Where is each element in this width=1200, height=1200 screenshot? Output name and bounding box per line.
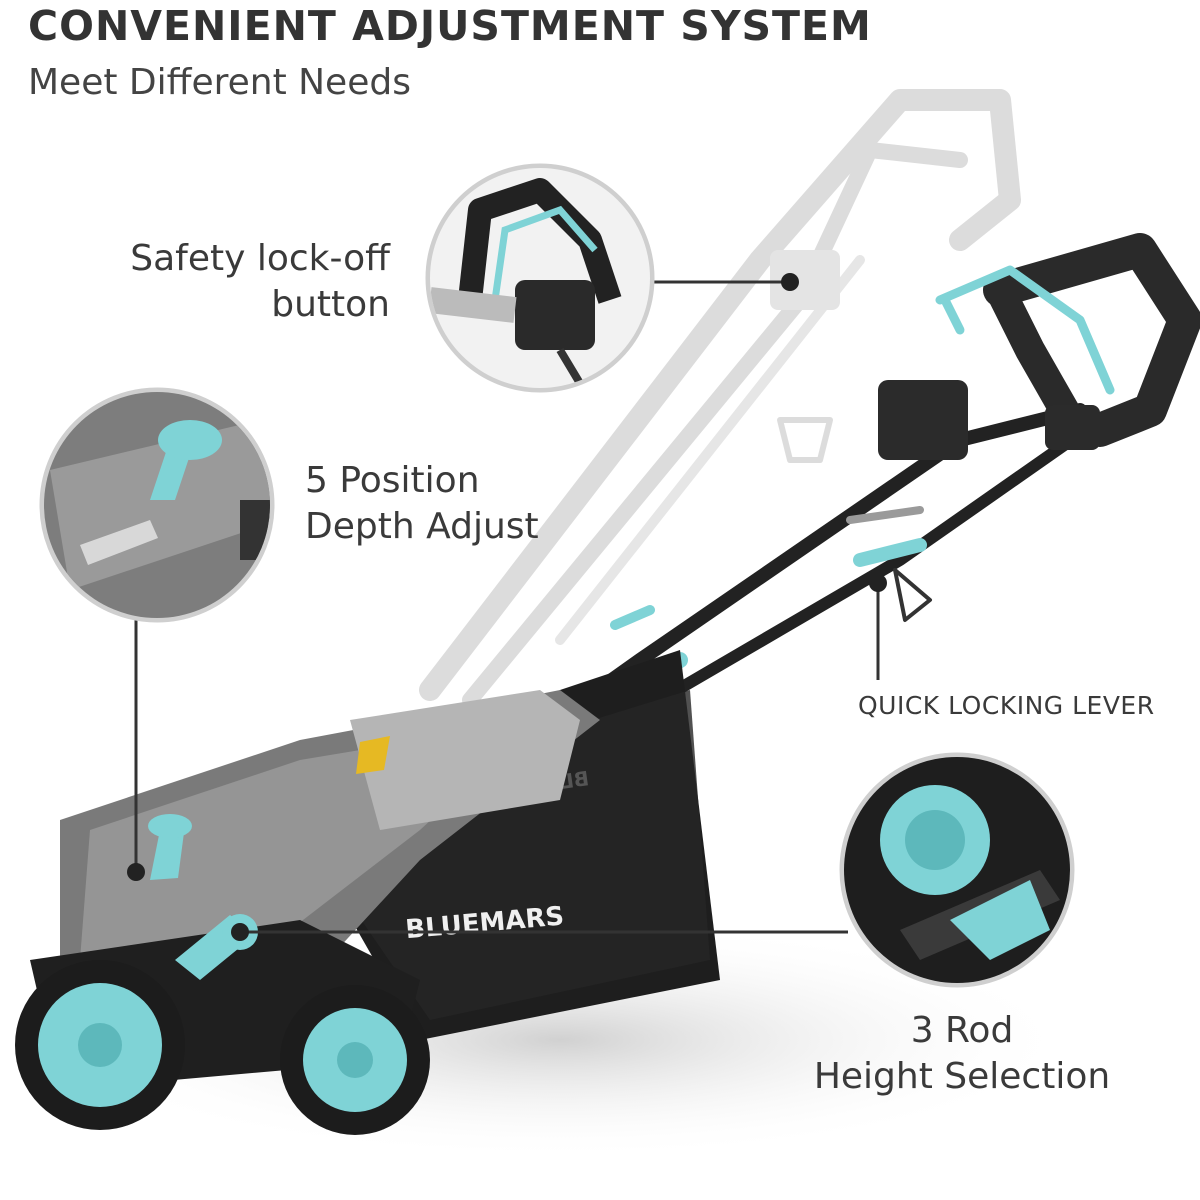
callout-safety-lock: Safety lock-off button: [100, 236, 390, 328]
callout-rod-height: 3 Rod Height Selection: [802, 1008, 1122, 1100]
zoom-depth-adjust: [39, 387, 275, 623]
leader-dots: [127, 273, 887, 941]
ghost-handle: [419, 89, 1021, 708]
page-title: CONVENIENT ADJUSTMENT SYSTEM: [28, 2, 872, 50]
callout-quick-locking-lever: QUICK LOCKING LEVER: [858, 691, 1155, 720]
rear-wheel: [15, 960, 185, 1130]
callout-safety-line1: Safety lock-off: [130, 238, 390, 279]
zoom-rod-height: [839, 752, 1075, 988]
front-wheel: [280, 985, 430, 1135]
callout-depth-adjust: 5 Position Depth Adjust: [305, 458, 539, 550]
callout-depth-line2: Depth Adjust: [305, 506, 539, 547]
zoom-safety-lock: [425, 163, 655, 393]
callout-rod-line1: 3 Rod: [910, 1010, 1014, 1051]
leader-lines: [134, 280, 880, 934]
callout-rod-line2: Height Selection: [813, 1056, 1111, 1097]
callout-safety-line2: button: [271, 284, 390, 325]
page-subtitle: Meet Different Needs: [28, 62, 411, 103]
callout-depth-line1: 5 Position: [305, 460, 480, 501]
